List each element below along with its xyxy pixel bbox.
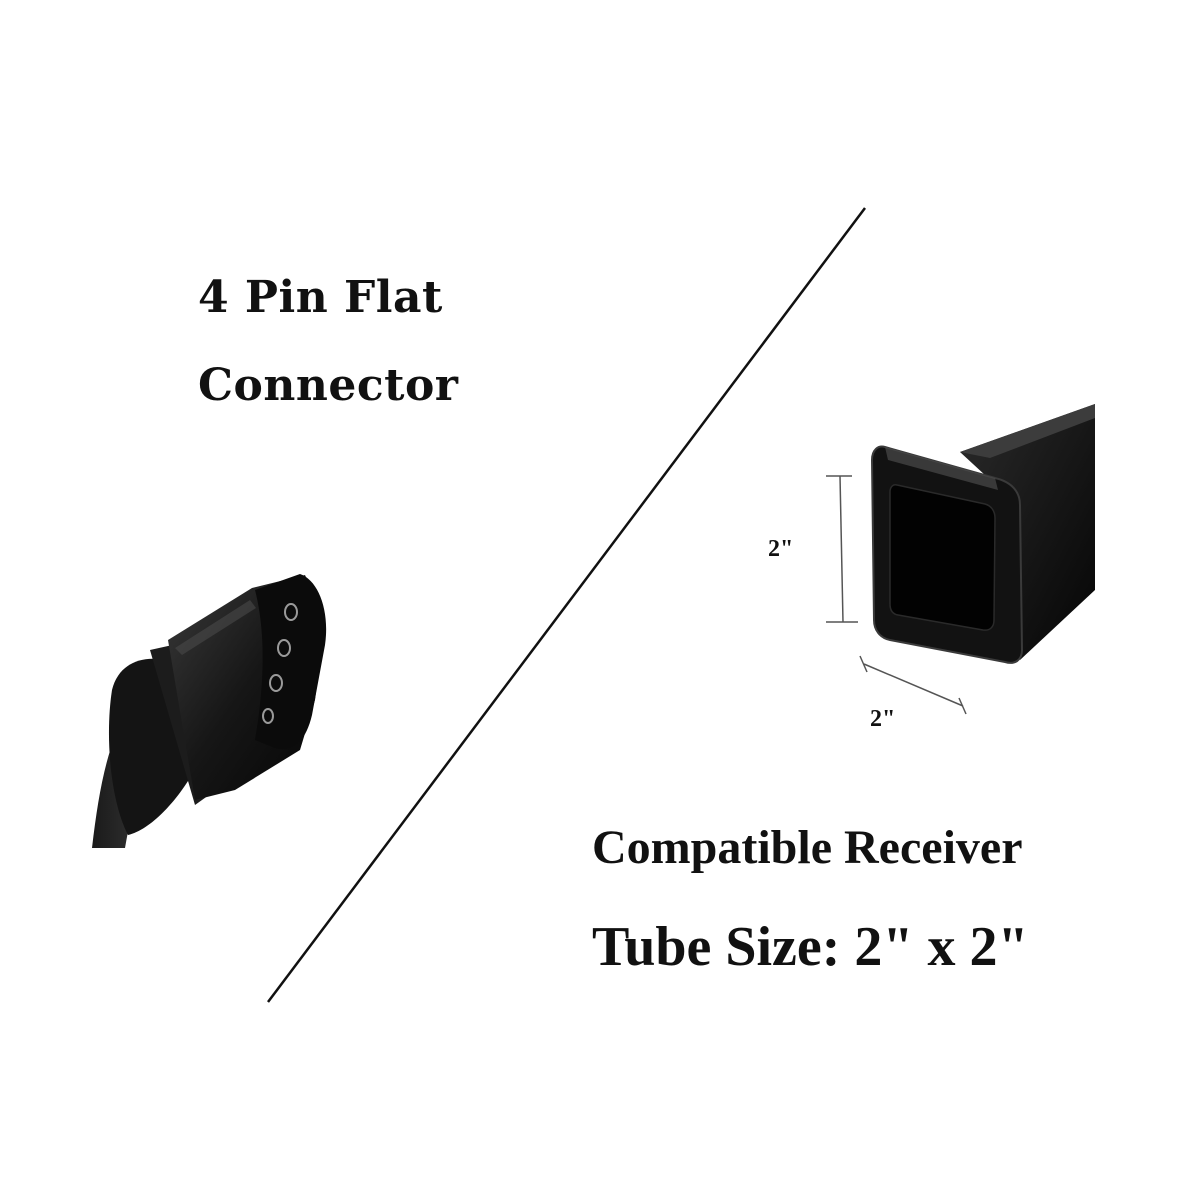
width-dimension-line [859,655,967,715]
height-dimension-line [826,475,858,623]
tube-height-label: 2" [768,536,794,562]
receiver-title-line1: Compatible Receiver [592,821,1023,874]
tube-width-label: 2" [870,706,896,732]
receiver-tube-size: Tube Size: 2" x 2" [592,916,1029,978]
connector-title-line1: 4 Pin Flat [198,272,443,323]
connector-title-line2: Connector [198,360,459,411]
